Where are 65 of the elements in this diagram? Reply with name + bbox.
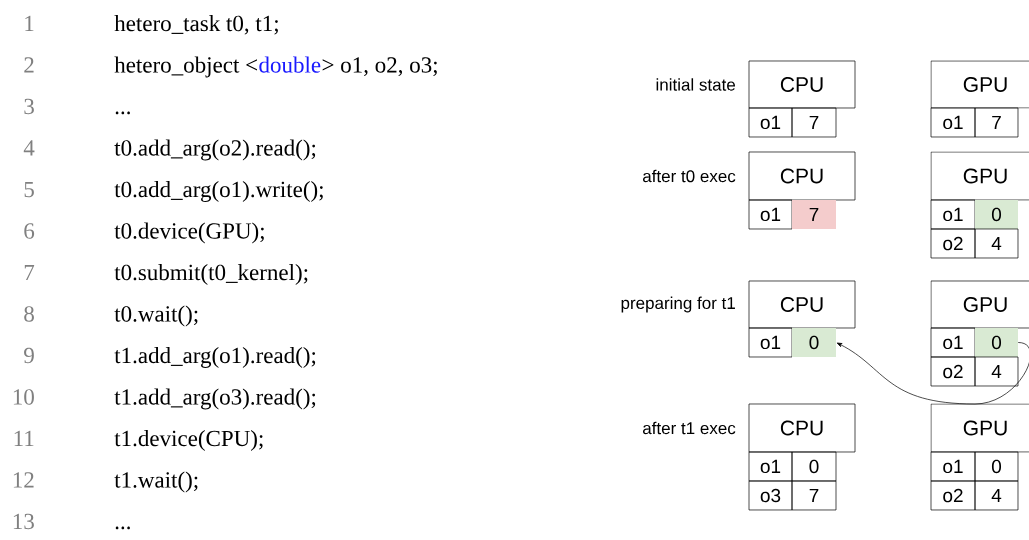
table-cell: o1 (748, 107, 793, 138)
table-cell: 7 (791, 480, 837, 511)
table-cell: 4 (974, 480, 1019, 511)
table-cell: 0 (975, 328, 1018, 357)
table-cell: 7 (974, 107, 1019, 138)
line-number: 11 (14, 430, 34, 446)
table-cell: 4 (974, 356, 1019, 387)
device-box: CPU (748, 60, 856, 109)
table-cell: o2 (930, 228, 976, 259)
line-number: 3 (24, 98, 34, 115)
table-cell: 0 (975, 200, 1018, 229)
table-cell: o2 (930, 356, 976, 387)
code-line: > o1, o2, o3; (322, 57, 437, 77)
line-number: 1 (25, 15, 34, 31)
table-cell: o3 (748, 480, 793, 511)
code-line: t0.submit(t0_kernel); (114, 264, 308, 285)
table-cell: o1 (930, 451, 976, 482)
code-line: t1.add_arg(o1).read(); (114, 347, 316, 368)
code-line: t0.add_arg(o2).read(); (114, 139, 316, 161)
table-cell: o1 (930, 199, 976, 230)
line-number: 7 (24, 264, 35, 280)
line-number: 13 (13, 513, 34, 530)
line-number: 5 (24, 181, 34, 198)
line-number: 4 (23, 140, 35, 156)
code-line: hetero_object < (114, 56, 257, 78)
device-box: GPU (930, 60, 1029, 109)
table-cell: o1 (930, 107, 976, 138)
device-box: GPU (930, 280, 1029, 329)
device-box: CPU (748, 280, 856, 329)
device-box: GPU (930, 151, 1029, 201)
code-line: t0.add_arg(o1).write(); (114, 181, 323, 202)
table-cell: o1 (748, 327, 793, 358)
table-cell: o1 (930, 327, 976, 358)
device-box: GPU (930, 403, 1029, 453)
code-line: t0.device(GPU); (114, 222, 264, 244)
table-cell: 4 (974, 228, 1019, 259)
table-cell: 7 (792, 200, 836, 229)
table-cell: o1 (748, 199, 793, 230)
code-line: t1.add_arg(o3).read(); (114, 388, 316, 410)
line-number: 2 (24, 57, 34, 73)
code-line: t1.wait(); (114, 471, 198, 493)
code-line: ... (115, 111, 130, 115)
line-number: 9 (24, 347, 34, 364)
keyword: double (259, 56, 321, 73)
line-number: 12 (13, 472, 34, 488)
code-line: hetero_task t0, t1; (114, 15, 278, 35)
code-line: t0.wait(); (114, 305, 198, 327)
table-cell: o2 (930, 480, 976, 511)
table-cell: 0 (974, 451, 1019, 482)
line-number: 8 (24, 306, 34, 322)
table-cell: 0 (792, 328, 836, 357)
table-cell: o1 (748, 451, 793, 482)
code-line: t1.device(CPU); (114, 430, 263, 451)
state-label: after t1 exec (642, 421, 736, 435)
table-cell: 0 (791, 451, 837, 482)
code-line: ... (115, 526, 130, 530)
state-label: preparing for t1 (621, 296, 735, 313)
arrow (836, 342, 1029, 405)
device-box: CPU (748, 403, 856, 453)
state-label: initial state (656, 78, 736, 91)
table-cell: 7 (791, 107, 837, 138)
line-number: 10 (13, 389, 34, 405)
state-label: after t0 exec (642, 169, 736, 183)
device-box: CPU (748, 151, 856, 201)
line-number: 6 (24, 223, 35, 239)
